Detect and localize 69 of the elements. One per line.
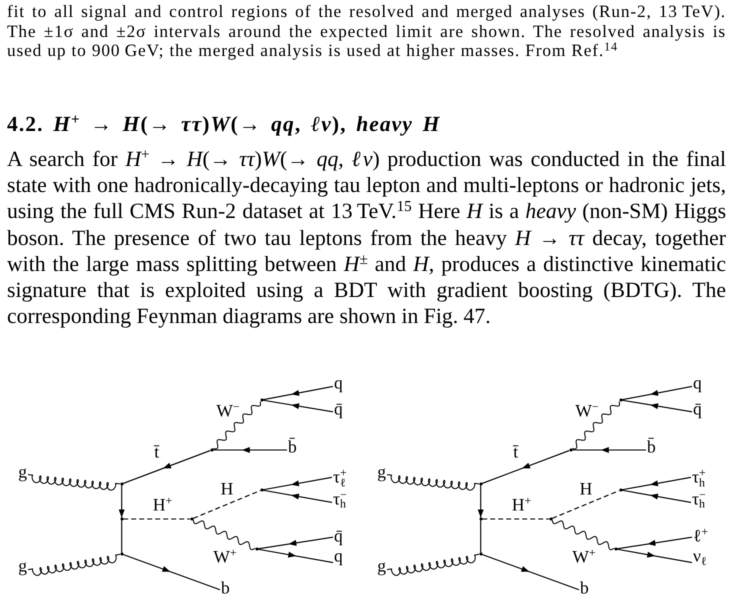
particle-label: q [692, 372, 703, 393]
arrow-line [263, 400, 334, 412]
body-paragraph: A search for H$^{+}$ → H(→ ττ)W(→ qq, ℓν) production was conducted in the final state with one hadronically-decaying tau lepton and multi-leptons or hadronic jets, using the full CMS Run-2 dataset at 13 TeV.$^{15}$ Here H is a heavy (non-SM) Higgs boson. The presence of two tau leptons from the heavy H → ττ decay, together with the large mass splitting between H$^{±}$ and H, produces a distinctive kinematic signature that is exploited using a BDT with gradient boosting (BDTG). The corresponding Feynman diagrams are shown in Fig. 47. [7, 146, 726, 330]
arrow-line [118, 486, 125, 518]
arrow-line [258, 548, 334, 564]
arrow-line [622, 400, 692, 412]
particle-label: b [220, 578, 231, 598]
line [480, 520, 482, 552]
curly-line [386, 554, 480, 576]
vertex-dot [120, 518, 124, 520]
particle-label: b̄ [287, 436, 298, 457]
vertex-dot [619, 488, 622, 492]
dashed-line [192, 490, 260, 519]
arrow-line [213, 447, 287, 453]
arrow-line [622, 490, 692, 503]
arrow-line [123, 450, 210, 484]
curly-line [28, 474, 121, 491]
arrow-line [263, 386, 334, 400]
particle-label: ν$_{ℓ}$ [692, 546, 708, 566]
vertex-dot [260, 488, 264, 492]
dashed-line [123, 518, 190, 520]
arrow-line [258, 536, 334, 550]
dashed-line [552, 490, 620, 519]
vertex-dot [479, 482, 482, 486]
wavy-line [572, 401, 620, 450]
curly-line [386, 474, 480, 491]
arrow-line [482, 450, 570, 484]
arrow-line [617, 548, 692, 564]
arrow-line [617, 536, 692, 550]
vertex-dot [120, 482, 124, 486]
particle-label: b̄ [646, 436, 657, 457]
arrow-line [572, 447, 646, 453]
vertex-dot [569, 448, 572, 452]
vertex-dot [210, 448, 214, 452]
particle-label: g [17, 556, 28, 576]
wavy-line [552, 519, 615, 550]
dashed-line [482, 518, 550, 520]
vertex-dot [549, 518, 552, 520]
vertex-dot [120, 552, 124, 556]
arrow-line [123, 554, 220, 590]
vertex-dot [479, 518, 482, 520]
vertex-dot [619, 398, 622, 402]
particle-label: g [376, 462, 387, 482]
particle-label: q̄ [692, 398, 703, 420]
vertex-dot [255, 548, 258, 550]
particle-label: q̄ [333, 525, 344, 546]
particle-label: q [333, 546, 344, 566]
line [121, 520, 122, 552]
arrow-line [482, 554, 580, 590]
arrow-line [622, 386, 692, 400]
particle-label: g [376, 556, 387, 576]
caption-text: fit to all signal and control regions of the resolved and merged analyses (Run-2, 13 TeV). The ±1σ and ±2σ intervals around the expected limit are shown. The resolved analysis is used up to 900 GeV; the merged analysis is used at higher masses. From Ref.$^{14}$ [7, 2, 726, 61]
vertex-dot [190, 518, 194, 520]
particle-label: q̄ [333, 398, 344, 420]
vertex-dot [614, 548, 618, 550]
arrow-line [263, 476, 332, 490]
particle-label: b [579, 578, 590, 598]
curly-line [28, 554, 121, 576]
particle-label: g [17, 462, 28, 482]
section-heading: 4.2. H$^{+}$ → H(→ ττ)W(→ qq, ℓν), heavy H [7, 111, 442, 137]
particle-label: q [333, 372, 344, 393]
arrow-line [263, 490, 332, 503]
vertex-dot [260, 398, 264, 402]
arrow-line [622, 476, 692, 490]
wavy-line [212, 401, 262, 450]
vertex-dot [479, 552, 482, 556]
particle-label: ℓ$^{+}$ [692, 525, 710, 546]
arrow-line [478, 486, 484, 518]
wavy-line [192, 519, 256, 550]
